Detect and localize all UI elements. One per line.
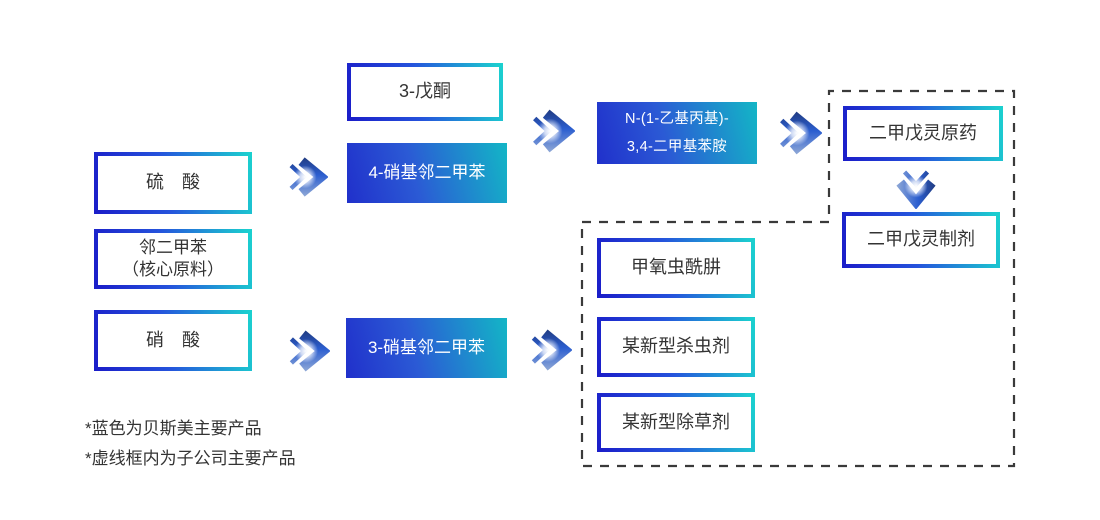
node-label: 4-硝基邻二甲苯 — [368, 162, 486, 182]
legend-note-blue: *蓝色为贝斯美主要产品 — [85, 419, 262, 438]
node-label: 3-戊酮 — [398, 81, 451, 102]
node-label: 某新型除草剂 — [622, 411, 730, 432]
node-label: 二甲戊灵制剂 — [867, 229, 975, 250]
chevron-down-icon — [896, 170, 936, 209]
chevron-right-icon — [531, 329, 572, 371]
node-label-line1: 邻二甲苯 — [139, 237, 207, 257]
node-pendimethalin-technical: 二甲戊灵原药 — [843, 106, 1003, 161]
node-new-herbicide: 某新型除草剂 — [597, 393, 755, 452]
node-sulfuric-acid: 硫 酸 — [94, 152, 252, 214]
node-label-line1: N-(1-乙基丙基)- — [625, 110, 729, 127]
legend-note-dashed: *虚线框内为子公司主要产品 — [85, 449, 296, 468]
chevron-right-icon — [533, 109, 575, 153]
node-pendimethalin-formulation: 二甲戊灵制剂 — [842, 212, 1000, 268]
node-4-nitro-o-xylene: 4-硝基邻二甲苯 — [347, 143, 507, 203]
node-label: 某新型杀虫剂 — [622, 336, 730, 357]
node-o-xylene-core-material: 邻二甲苯 （核心原料） — [94, 229, 252, 289]
node-label: 硝 酸 — [146, 329, 200, 350]
chevron-right-icon — [780, 111, 822, 155]
node-label: 二甲戊灵原药 — [869, 122, 977, 143]
node-label: 甲氧虫酰肼 — [631, 257, 721, 278]
node-label-line2: （核心原料） — [122, 260, 224, 279]
node-3-pentanone: 3-戊酮 — [347, 63, 503, 121]
node-n-1-ethylpropyl-3-4-dimethylaniline: N-(1-乙基丙基)- 3,4-二甲基苯胺 — [597, 102, 757, 164]
node-methoxyfenozide: 甲氧虫酰肼 — [597, 238, 755, 298]
legend-notes: *蓝色为贝斯美主要产品 *虚线框内为子公司主要产品 — [85, 414, 296, 474]
node-nitric-acid: 硝 酸 — [94, 310, 252, 371]
node-label: 3-硝基邻二甲苯 — [367, 337, 486, 357]
chevron-right-icon — [289, 330, 330, 372]
node-3-nitro-o-xylene: 3-硝基邻二甲苯 — [346, 318, 507, 378]
node-label: 硫 酸 — [146, 172, 200, 193]
chevron-right-icon — [289, 157, 328, 197]
node-new-insecticide: 某新型杀虫剂 — [597, 317, 755, 377]
node-label-line2: 3,4-二甲基苯胺 — [626, 139, 728, 155]
